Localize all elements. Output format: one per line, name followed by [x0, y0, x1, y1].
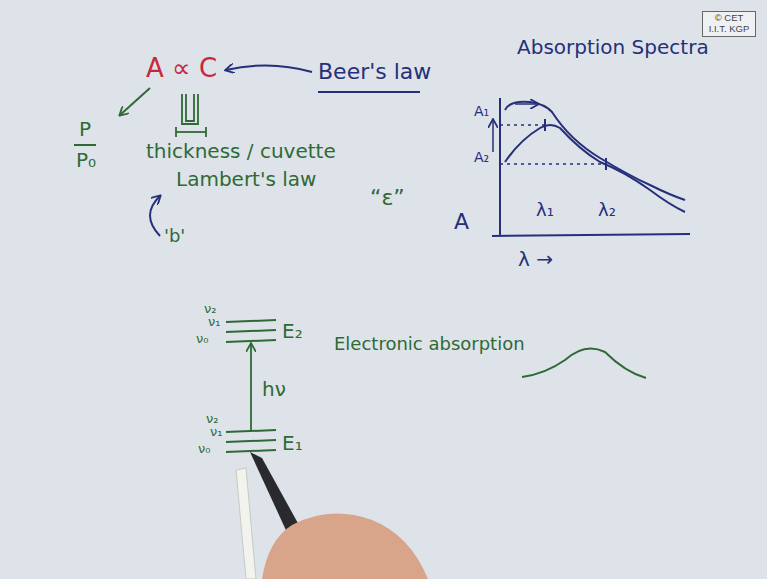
symbol: 'b' — [164, 226, 185, 246]
shift-arrow — [515, 103, 538, 105]
level-label: ν₁ — [208, 315, 220, 329]
axis-tick-label: λ₁ — [536, 200, 554, 220]
note: thickness / cuvette — [146, 140, 336, 162]
axis-tick-label: A₁ — [474, 104, 489, 119]
cuvette-symbol — [182, 94, 198, 124]
hand — [262, 514, 428, 579]
chalk-stick — [236, 468, 256, 579]
underline — [318, 91, 420, 93]
energy-label: E₂ — [282, 320, 303, 342]
law-name: Lambert's law — [176, 168, 316, 190]
copyright-box: © CET I.I.T. KGP — [702, 11, 756, 37]
axis-label: λ → — [518, 248, 553, 270]
level-label: ν₀ — [198, 442, 210, 456]
fraction-bar — [74, 144, 96, 146]
pointer-arrow — [226, 65, 312, 72]
box-text: © CET I.I.T. KGP — [705, 13, 753, 35]
law-name: Beer's law — [318, 60, 431, 84]
level-label: ν₀ — [196, 332, 208, 346]
thickness-arrow — [176, 131, 206, 133]
chart-title: Absorption Spectra — [517, 36, 709, 58]
symbol: “ε” — [370, 186, 405, 210]
power-symbol: P₀ — [76, 149, 96, 171]
photon-label: hν — [262, 378, 286, 400]
dotted-guide — [500, 124, 545, 126]
proportionality: A ∝ C — [146, 54, 217, 83]
axis-tick-label: A₂ — [474, 150, 489, 165]
energy-label: E₁ — [282, 432, 303, 454]
power-symbol: P — [79, 118, 91, 140]
axis-tick-label: λ₂ — [598, 200, 616, 220]
y-axis — [499, 98, 501, 236]
tick — [175, 127, 177, 137]
tick — [605, 158, 607, 170]
band-curve — [522, 348, 646, 378]
note: Electronic absorption — [334, 334, 525, 354]
level-label: ν₁ — [210, 425, 222, 439]
spectrum-curve — [505, 102, 685, 200]
tick — [205, 127, 207, 137]
dotted-guide — [500, 163, 606, 165]
pointer-arrow — [150, 196, 160, 236]
axis-arrow — [492, 120, 494, 152]
spectrum-curve — [505, 125, 685, 212]
transition-arrow — [250, 344, 252, 430]
x-axis — [492, 234, 690, 236]
tick — [544, 119, 546, 131]
pointer-arrow — [120, 88, 150, 115]
axis-label: A — [454, 210, 469, 234]
